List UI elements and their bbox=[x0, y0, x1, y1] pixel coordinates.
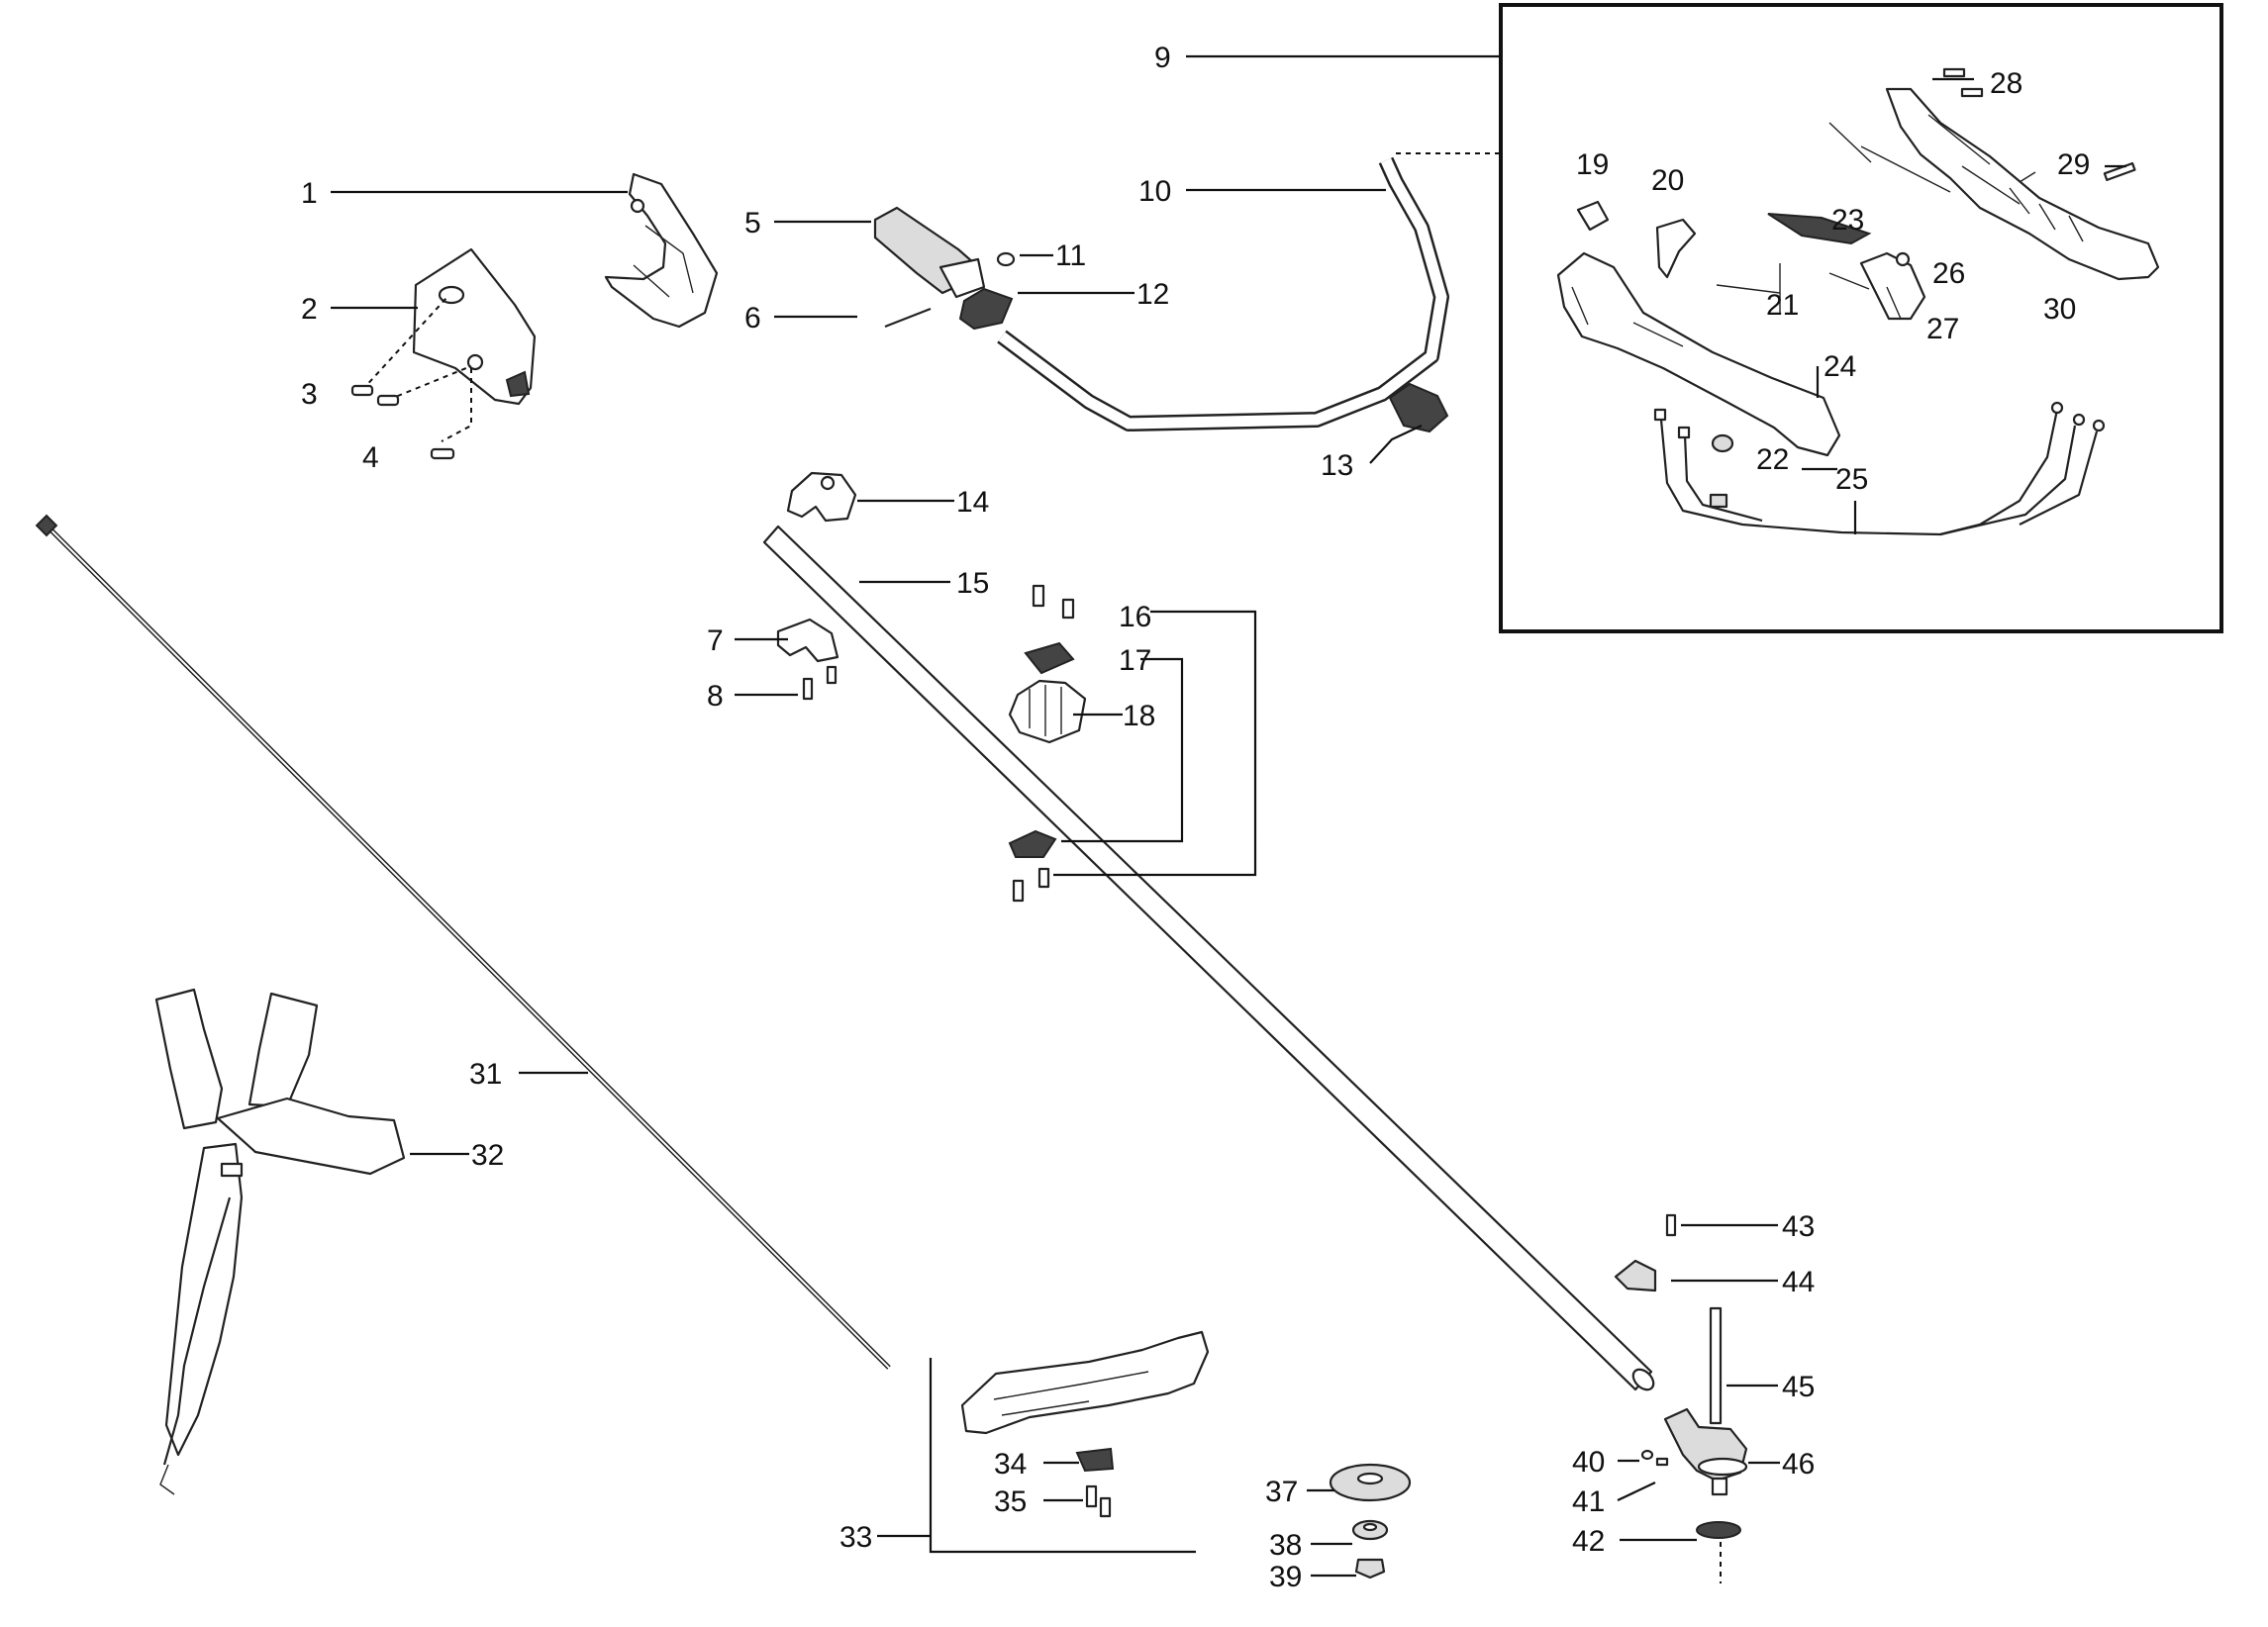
handle-clamp bbox=[884, 287, 1014, 331]
callout-6: 6 bbox=[744, 302, 761, 335]
callout-leaders bbox=[331, 77, 2126, 1578]
engine-cover bbox=[604, 172, 719, 329]
callout-45: 45 bbox=[1782, 1371, 1815, 1403]
drive-shaft bbox=[35, 514, 891, 1370]
callout-labels: 1 2 3 4 5 6 7 8 9 10 11 12 13 14 15 16 1… bbox=[301, 42, 2090, 1593]
callout-10: 10 bbox=[1138, 175, 1171, 208]
drive-shaft-tube bbox=[762, 525, 1655, 1391]
dashed-screw-path bbox=[361, 296, 472, 442]
screw bbox=[350, 384, 455, 460]
callout-39: 39 bbox=[1269, 1561, 1302, 1593]
handle-clip bbox=[1388, 382, 1449, 433]
callout-19: 19 bbox=[1576, 148, 1609, 181]
cable-clip bbox=[1614, 1213, 1677, 1292]
washer bbox=[1329, 1463, 1412, 1541]
callout-31: 31 bbox=[469, 1058, 502, 1091]
shaft-bracket bbox=[776, 618, 839, 701]
nut bbox=[1354, 1558, 1386, 1579]
inset-guides bbox=[1716, 122, 2036, 320]
callout-25: 25 bbox=[1835, 463, 1868, 496]
callout-34: 34 bbox=[994, 1448, 1027, 1481]
callout-35: 35 bbox=[994, 1485, 1027, 1518]
callout-16: 16 bbox=[1119, 601, 1151, 633]
callout-2: 2 bbox=[301, 293, 318, 326]
callout-44: 44 bbox=[1782, 1266, 1815, 1298]
handle-grip bbox=[873, 206, 1016, 299]
blade-guard bbox=[960, 1330, 1210, 1518]
handlebar-loop bbox=[997, 156, 1449, 431]
callout-28: 28 bbox=[1990, 67, 2022, 100]
callout-13: 13 bbox=[1321, 449, 1353, 482]
callout-41: 41 bbox=[1572, 1485, 1605, 1518]
inset-frame bbox=[1499, 3, 2223, 633]
callout-18: 18 bbox=[1123, 700, 1155, 732]
throttle-handle-assembly bbox=[1556, 67, 2160, 457]
callout-4: 4 bbox=[362, 441, 379, 474]
shaft-clamp bbox=[786, 471, 857, 523]
callout-37: 37 bbox=[1265, 1476, 1298, 1508]
callout-26: 26 bbox=[1932, 257, 1965, 290]
callout-1: 1 bbox=[301, 177, 318, 210]
callout-3: 3 bbox=[301, 378, 318, 411]
guard-leader bbox=[929, 1358, 1196, 1554]
callout-7: 7 bbox=[707, 624, 724, 657]
callout-23: 23 bbox=[1831, 204, 1864, 237]
callout-40: 40 bbox=[1572, 1446, 1605, 1479]
callout-21: 21 bbox=[1766, 289, 1799, 322]
bracket-leaders bbox=[1053, 610, 1257, 877]
throttle-mount bbox=[1008, 584, 1087, 903]
side-cover bbox=[412, 247, 537, 406]
callout-42: 42 bbox=[1572, 1525, 1605, 1558]
callout-9: 9 bbox=[1154, 42, 1171, 74]
callout-29: 29 bbox=[2057, 148, 2090, 181]
callout-8: 8 bbox=[707, 680, 724, 713]
callout-20: 20 bbox=[1651, 164, 1684, 197]
callout-24: 24 bbox=[1824, 350, 1856, 383]
wiring-harness bbox=[1653, 401, 2106, 536]
callout-33: 33 bbox=[839, 1521, 872, 1554]
gear-head bbox=[1640, 1306, 1748, 1583]
callout-12: 12 bbox=[1136, 278, 1169, 311]
callout-22: 22 bbox=[1756, 443, 1789, 476]
callout-11: 11 bbox=[1055, 239, 1086, 272]
callout-38: 38 bbox=[1269, 1529, 1302, 1562]
callout-14: 14 bbox=[956, 486, 989, 519]
callout-46: 46 bbox=[1782, 1448, 1815, 1481]
callout-30: 30 bbox=[2043, 293, 2076, 326]
callout-17: 17 bbox=[1119, 644, 1151, 677]
callout-43: 43 bbox=[1782, 1210, 1815, 1243]
callout-5: 5 bbox=[744, 207, 761, 239]
callout-15: 15 bbox=[956, 567, 989, 600]
callout-32: 32 bbox=[471, 1139, 504, 1172]
shoulder-harness bbox=[154, 988, 406, 1495]
callout-27: 27 bbox=[1926, 313, 1959, 345]
